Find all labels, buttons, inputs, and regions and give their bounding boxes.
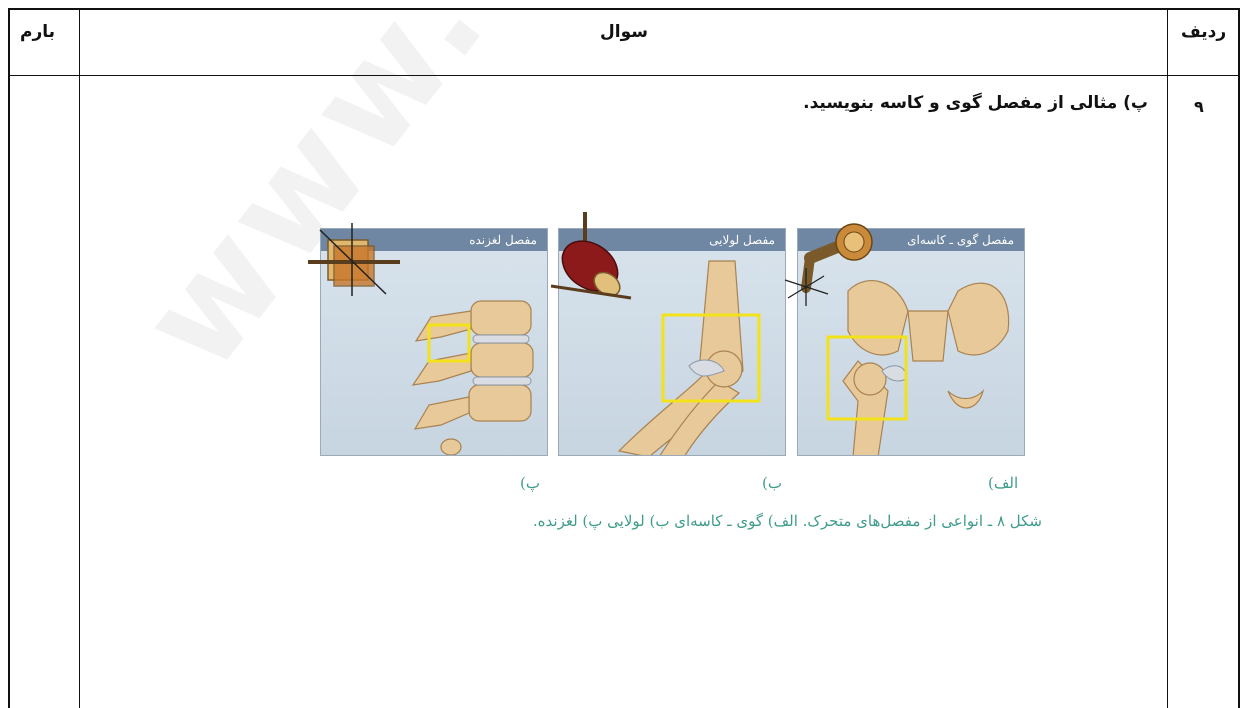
score-column-divider [79,8,80,708]
row-column-divider [1167,8,1168,708]
hinge-joint-icon [545,208,635,308]
header-score: بارم [20,22,55,42]
figure-label-a: الف) [988,474,1018,492]
header-question: سوال [600,22,648,42]
figure-label-b: ب) [762,474,782,492]
question-number: ۹ [1194,97,1204,116]
ball-socket-joint-icon [780,218,880,308]
header-row: ردیف [1181,22,1226,42]
figure-caption: شکل ۸ ـ انواعی از مفصل‌های متحرک. الف) گ… [533,512,1042,530]
question-text: پ) مثالی از مفصل گوی و کاسه بنویسید. [803,93,1148,113]
header-divider [8,75,1240,76]
figure-label-c: پ) [520,474,540,492]
gliding-joint-icon [300,218,410,298]
